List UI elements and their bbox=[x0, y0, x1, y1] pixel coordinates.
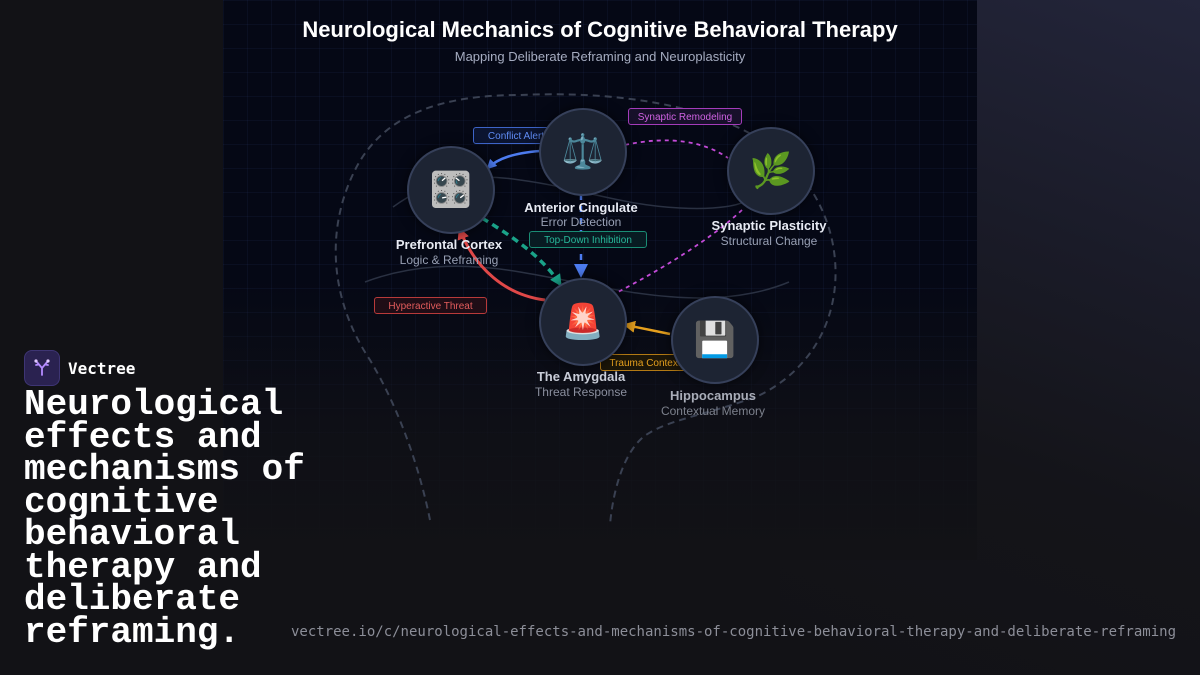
node-amygdala: 🚨 bbox=[539, 278, 627, 366]
node-label-prefrontal-cortex: Prefrontal Cortex bbox=[395, 237, 503, 252]
node-label-amygdala: The Amygdala bbox=[536, 369, 626, 384]
vectree-logo-icon bbox=[24, 350, 60, 386]
page-url[interactable]: vectree.io/c/neurological-effects-and-me… bbox=[290, 624, 1176, 640]
edge-plasticity-amygdala bbox=[617, 209, 743, 293]
node-label-synaptic-plasticity: Synaptic Plasticity bbox=[711, 218, 827, 233]
node-hippocampus: 💾 bbox=[671, 296, 759, 384]
edge-label-synaptic-remodeling: Synaptic Remodeling bbox=[628, 108, 742, 125]
edge-trauma-context bbox=[623, 320, 671, 336]
alarm-light-icon: 🚨 bbox=[561, 302, 605, 342]
node-sub-synaptic-plasticity: Structural Change bbox=[720, 234, 818, 248]
node-label-anterior-cingulate: Anterior Cingulate bbox=[524, 200, 638, 215]
diagram-subtitle: Mapping Deliberate Reframing and Neuropl… bbox=[454, 49, 746, 64]
edge-conflict-alert bbox=[486, 149, 541, 170]
diagram-title: Neurological Mechanics of Cognitive Beha… bbox=[302, 17, 898, 42]
brand-name: Vectree bbox=[68, 358, 136, 378]
node-sub-anterior-cingulate: Error Detection bbox=[540, 215, 622, 229]
control-knobs-icon: 🎛️ bbox=[429, 170, 473, 210]
edge-synaptic-remodeling bbox=[624, 139, 729, 159]
node-synaptic-plasticity: 🌿 bbox=[727, 127, 815, 215]
brand: Vectree bbox=[24, 350, 135, 386]
balance-scale-icon: ⚖️ bbox=[561, 132, 605, 172]
page-headline: Neurological effects and mechanisms of c… bbox=[24, 384, 305, 653]
node-prefrontal-cortex: 🎛️ bbox=[407, 146, 495, 234]
leaf-icon: 🌿 bbox=[749, 151, 793, 191]
floppy-disk-icon: 💾 bbox=[693, 320, 737, 360]
node-sub-amygdala: Threat Response bbox=[534, 385, 628, 399]
tree-branch-icon bbox=[34, 359, 50, 376]
edge-label-top-down-inhibition: Top-Down Inhibition bbox=[529, 231, 647, 248]
node-label-hippocampus: Hippocampus bbox=[670, 388, 756, 403]
edge-label-hyperactive-threat: Hyperactive Threat bbox=[374, 297, 487, 314]
edge-label-conflict-alert: Conflict Alert bbox=[473, 127, 559, 144]
edge-pfc-amygdala bbox=[481, 216, 562, 287]
node-sub-prefrontal-cortex: Logic & Reframing bbox=[399, 253, 499, 267]
edge-hyperactive-threat bbox=[457, 227, 546, 302]
node-sub-hippocampus: Contextual Memory bbox=[660, 404, 766, 418]
node-anterior-cingulate: ⚖️ bbox=[539, 108, 627, 196]
edge-label-trauma-context: Trauma Context bbox=[600, 354, 690, 371]
